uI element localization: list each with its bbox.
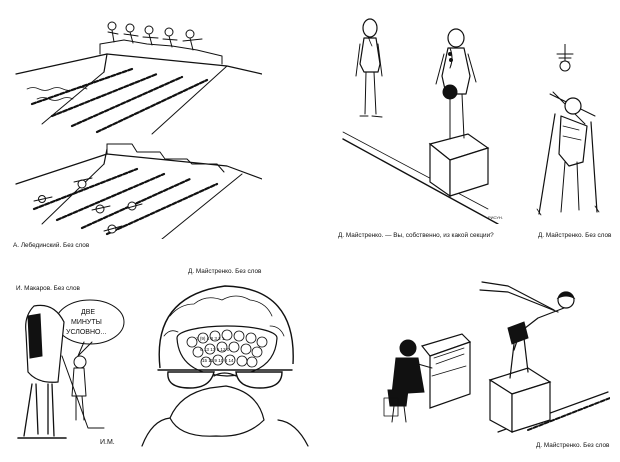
skier-cartoon-icon [536, 44, 600, 216]
caption-brain: Д. Майстренко. Без слов [188, 268, 262, 275]
skinny-man [355, 18, 383, 118]
caption-pool: А. Лебединский. Без слов [13, 242, 90, 249]
typewriter-desk [420, 333, 472, 409]
hockey-player [17, 304, 105, 439]
caption-hockey: И. Макаров. Без слов [16, 285, 80, 292]
swimmer-cartoon [378, 272, 610, 438]
swimmers-in-water [33, 177, 143, 234]
caption-swimmer: Д. Майстренко. Без слов [536, 442, 610, 449]
starting-block [488, 367, 552, 434]
balls-row-1: 7 (9) 4 8 3 2 1 [196, 336, 225, 341]
balls-row-3: 15 11 9 10 8 14 [202, 358, 234, 363]
man-with-weight [435, 28, 477, 140]
balls-row-2: 6 13 17 5 12 0 [200, 347, 230, 352]
face-with-glasses [141, 369, 309, 447]
lottery-balls: 7 (9) 4 8 3 2 1 6 13 17 5 12 0 15 11 9 1… [186, 329, 268, 368]
svg-text:И.М.: И.М. [100, 439, 115, 446]
brain-cartoon: 7 (9) 4 8 3 2 1 6 13 17 5 12 0 15 11 9 1… [140, 276, 310, 451]
swimmers-on-blocks [107, 21, 203, 51]
caption-section: Д. Майстренко. — Вы, собственно, из како… [338, 232, 494, 239]
top-pool [15, 21, 262, 135]
pool-cartoon [12, 14, 262, 239]
swimmer [479, 281, 576, 379]
swimming-pool-cartoon-icon [15, 21, 262, 239]
bubble-line-1: ДВЕ [81, 309, 95, 316]
section-cartoon: РИСУН. [338, 14, 510, 224]
weightlifter-cartoon-icon: РИСУН. [342, 18, 503, 224]
boy [71, 355, 87, 421]
bottom-pool [15, 143, 262, 239]
typist [383, 339, 433, 423]
ski-cartoon [525, 44, 610, 219]
speech-bubble: ДВЕ МИНУТЫ УСЛОВНО... [55, 299, 125, 357]
pedestal-box [428, 133, 490, 198]
bubble-line-3: УСЛОВНО... [66, 329, 106, 336]
bubble-line-2: МИНУТЫ [71, 319, 102, 326]
swimmer-typewriter-cartoon-icon [383, 281, 610, 434]
svg-text:РИСУН.: РИСУН. [488, 215, 503, 220]
hockey-player-cartoon-icon: ДВЕ МИНУТЫ УСЛОВНО... И.М. [17, 299, 125, 446]
caption-ski: Д. Майстренко. Без слов [538, 232, 612, 239]
hockey-cartoon: ДВЕ МИНУТЫ УСЛОВНО... И.М. [14, 296, 126, 448]
lottery-brain-cartoon-icon: 7 (9) 4 8 3 2 1 6 13 17 5 12 0 15 11 9 1… [141, 285, 309, 447]
